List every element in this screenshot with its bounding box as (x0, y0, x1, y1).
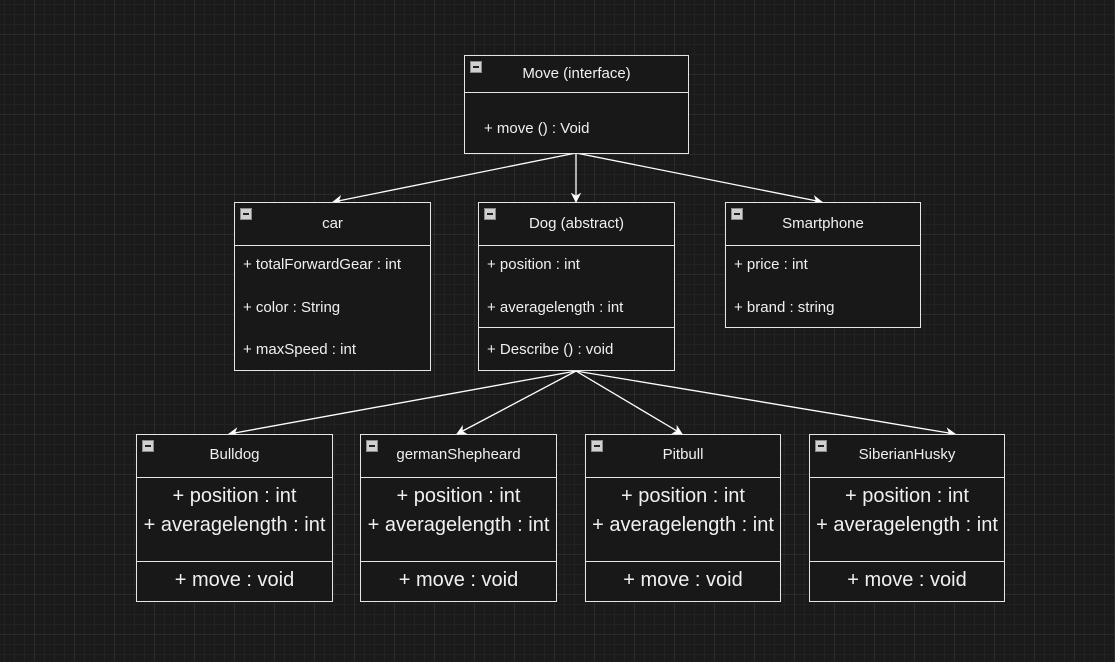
attribute-averagelength: + averagelength : int (487, 299, 624, 316)
class-bulldog[interactable]: Bulldog + position : int + averagelength… (136, 434, 333, 602)
collapse-icon[interactable] (815, 440, 827, 452)
class-germanshepheard[interactable]: germanShepheard + position : int + avera… (360, 434, 557, 602)
collapse-icon[interactable] (484, 208, 496, 220)
class-siberianhusky[interactable]: SiberianHusky + position : int + average… (809, 434, 1005, 602)
class-bulldog-header[interactable]: Bulldog (137, 435, 332, 478)
attribute-totalforwardgear: + totalForwardGear : int (243, 256, 401, 273)
class-siberianhusky-divider (810, 561, 1004, 562)
class-bulldog-divider (137, 561, 332, 562)
class-car-header[interactable]: car (235, 203, 430, 246)
class-car-title: car (322, 215, 343, 232)
method-move: + move : void (398, 569, 519, 591)
arrow-move-to-car (331, 152, 577, 206)
collapse-icon[interactable] (366, 440, 378, 452)
attribute-averagelength: + averagelength : int (367, 514, 550, 536)
class-pitbull[interactable]: Pitbull + position : int + averagelength… (585, 434, 781, 602)
class-dog-title: Dog (abstract) (528, 215, 625, 232)
attribute-averagelength: + averagelength : int (816, 514, 998, 536)
collapse-icon[interactable] (731, 208, 743, 220)
collapse-icon[interactable] (142, 440, 154, 452)
collapse-icon[interactable] (591, 440, 603, 452)
attribute-position: + position : int (845, 485, 969, 507)
class-dog-header[interactable]: Dog (abstract) (479, 203, 674, 246)
collapse-icon[interactable] (240, 208, 252, 220)
method-move: + move : void (623, 569, 743, 591)
class-pitbull-header[interactable]: Pitbull (586, 435, 780, 478)
arrow-dog-to-siberianhusky (575, 370, 957, 438)
class-pitbull-title: Pitbull (662, 446, 704, 463)
class-smartphone-header[interactable]: Smartphone (726, 203, 920, 246)
attribute-brand: + brand : string (734, 299, 835, 316)
attribute-price: + price : int (734, 256, 808, 273)
class-dog[interactable]: Dog (abstract) + position : int + averag… (478, 202, 675, 371)
class-germanshepheard-divider (361, 561, 556, 562)
attribute-position: + position : int (396, 485, 521, 507)
class-pitbull-divider (586, 561, 780, 562)
attribute-averagelength: + averagelength : int (143, 514, 326, 536)
attribute-position: + position : int (621, 485, 745, 507)
class-dog-divider (479, 327, 674, 328)
method-describe: + Describe () : void (487, 341, 614, 358)
class-bulldog-title: Bulldog (209, 446, 260, 463)
method-move: + move () : Void (484, 120, 590, 137)
class-smartphone-title: Smartphone (782, 215, 864, 232)
method-move: + move : void (174, 569, 295, 591)
attribute-position: + position : int (487, 256, 580, 273)
attribute-averagelength: + averagelength : int (592, 514, 774, 536)
class-siberianhusky-header[interactable]: SiberianHusky (810, 435, 1004, 478)
arrow-dog-to-pitbull (575, 370, 683, 435)
collapse-icon[interactable] (470, 61, 482, 73)
attribute-position: + position : int (172, 485, 297, 507)
class-move-header[interactable]: Move (interface) (465, 56, 688, 93)
arrow-dog-to-germanshepheard (456, 370, 577, 435)
arrow-dog-to-bulldog (227, 370, 577, 438)
class-germanshepheard-header[interactable]: germanShepheard (361, 435, 556, 478)
class-move-title: Move (interface) (522, 65, 631, 82)
class-move[interactable]: Move (interface) + move () : Void (464, 55, 689, 154)
class-germanshepheard-title: germanShepheard (396, 446, 521, 463)
attribute-color: + color : String (243, 299, 341, 316)
arrow-move-to-smartphone (575, 152, 824, 206)
method-move: + move : void (847, 569, 967, 591)
class-siberianhusky-title: SiberianHusky (858, 446, 956, 463)
class-car[interactable]: car + totalForwardGear : int + color : S… (234, 202, 431, 371)
attribute-maxspeed: + maxSpeed : int (243, 341, 356, 358)
class-smartphone[interactable]: Smartphone + price : int + brand : strin… (725, 202, 921, 328)
